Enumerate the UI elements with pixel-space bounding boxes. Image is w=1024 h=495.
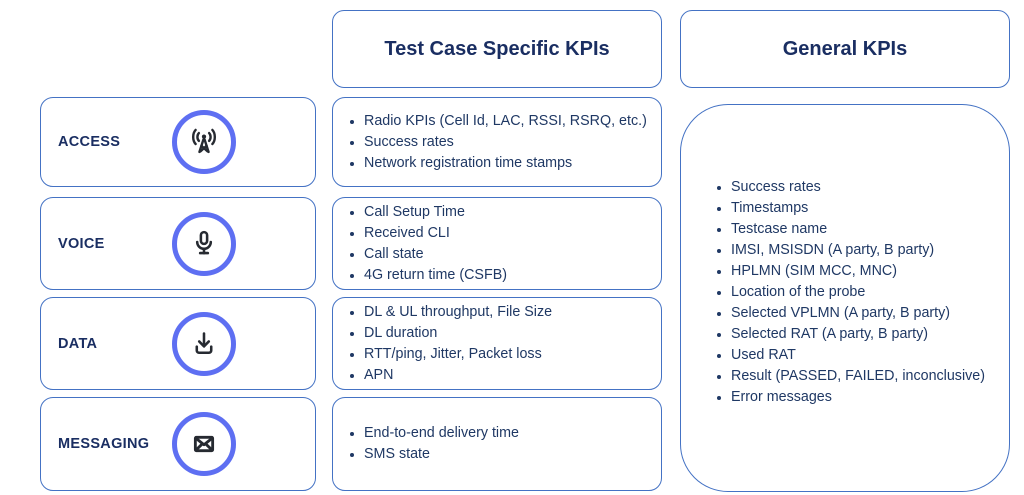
antenna-icon	[172, 110, 236, 174]
specific-kpis-data-box: DL & UL throughput, File Size DL duratio…	[332, 297, 662, 390]
specific-kpis-messaging-box: End-to-end delivery time SMS state	[332, 397, 662, 491]
kpi-item: Received CLI	[364, 223, 661, 244]
category-label-voice: VOICE	[58, 235, 105, 252]
kpi-item: APN	[364, 365, 661, 386]
kpi-item: Location of the probe	[731, 282, 1009, 303]
specific-kpis-header-box: Test Case Specific KPIs	[332, 10, 662, 88]
kpi-item: Call Setup Time	[364, 202, 661, 223]
general-kpis-box: Success rates Timestamps Testcase name I…	[680, 104, 1010, 492]
specific-kpis-voice-box: Call Setup Time Received CLI Call state …	[332, 197, 662, 290]
microphone-icon	[172, 211, 236, 276]
category-label-messaging: MESSAGING	[58, 436, 150, 452]
messaging-kpi-list: End-to-end delivery time SMS state	[333, 423, 661, 465]
category-box-access: ACCESS	[40, 97, 316, 187]
general-kpi-list: Success rates Timestamps Testcase name I…	[681, 177, 1009, 408]
kpi-item: SMS state	[364, 444, 661, 465]
specific-kpis-title: Test Case Specific KPIs	[384, 37, 610, 60]
kpi-item: End-to-end delivery time	[364, 423, 661, 444]
kpi-item: Error messages	[731, 387, 1009, 408]
kpi-item: RTT/ping, Jitter, Packet loss	[364, 344, 661, 365]
envelope-icon	[172, 412, 236, 476]
download-icon	[172, 311, 236, 376]
kpi-item: Timestamps	[731, 198, 1009, 219]
category-box-data: DATA	[40, 297, 316, 390]
kpi-item: Radio KPIs (Cell Id, LAC, RSSI, RSRQ, et…	[364, 111, 661, 132]
category-box-messaging: MESSAGING	[40, 397, 316, 491]
kpi-item: IMSI, MSISDN (A party, B party)	[731, 240, 1009, 261]
voice-kpi-list: Call Setup Time Received CLI Call state …	[333, 202, 661, 286]
category-label-data: DATA	[58, 335, 98, 352]
kpi-item: DL duration	[364, 323, 661, 344]
category-label-access: ACCESS	[58, 134, 121, 150]
category-box-voice: VOICE	[40, 197, 316, 290]
kpi-item: Testcase name	[731, 219, 1009, 240]
kpi-item: DL & UL throughput, File Size	[364, 302, 661, 323]
data-kpi-list: DL & UL throughput, File Size DL duratio…	[333, 302, 661, 386]
general-kpis-header-box: General KPIs	[680, 10, 1010, 88]
general-kpis-title: General KPIs	[782, 37, 908, 60]
access-kpi-list: Radio KPIs (Cell Id, LAC, RSSI, RSRQ, et…	[333, 111, 661, 174]
kpi-item: 4G return time (CSFB)	[364, 265, 661, 286]
specific-kpis-access-box: Radio KPIs (Cell Id, LAC, RSSI, RSRQ, et…	[332, 97, 662, 187]
kpi-item: Network registration time stamps	[364, 153, 661, 174]
kpi-item: Selected RAT (A party, B party)	[731, 324, 1009, 345]
kpi-item: HPLMN (SIM MCC, MNC)	[731, 261, 1009, 282]
kpi-item: Success rates	[731, 177, 1009, 198]
kpi-item: Used RAT	[731, 345, 1009, 366]
kpi-item: Call state	[364, 244, 661, 265]
kpi-item: Result (PASSED, FAILED, inconclusive)	[731, 366, 1009, 387]
kpi-item: Selected VPLMN (A party, B party)	[731, 303, 1009, 324]
kpi-item: Success rates	[364, 132, 661, 153]
